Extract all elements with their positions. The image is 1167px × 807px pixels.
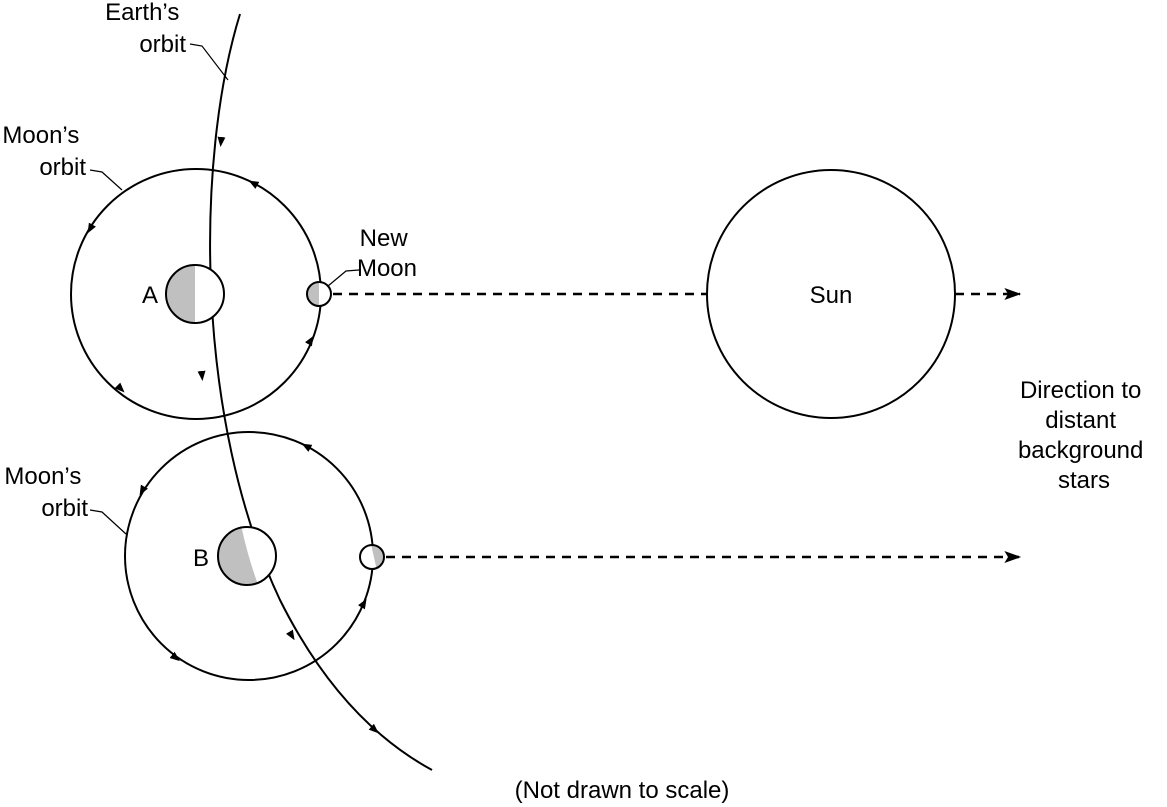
- earths-orbit-label: Earth’s orbit: [105, 0, 186, 58]
- moon-b: [359, 544, 385, 570]
- earths-orbit-arrow: [285, 629, 295, 641]
- moons-orbit-bottom-label: Moon’s orbit: [4, 463, 88, 522]
- earths-orbit: [209, 13, 433, 771]
- position-b-label: B: [193, 545, 209, 572]
- sun: [706, 169, 956, 419]
- moons-orbit-top-leader: [89, 169, 123, 191]
- earth-a: [165, 264, 225, 324]
- not-to-scale-note: (Not drawn to scale): [515, 777, 730, 804]
- sun-label: Sun: [810, 282, 853, 309]
- direction-label: Direction to distant background stars: [1018, 377, 1150, 494]
- earths-orbit-arrow: [197, 370, 206, 381]
- new-moon-label: New Moon: [357, 225, 417, 282]
- new-moon-leader: [327, 269, 360, 287]
- earth-b: [217, 526, 277, 586]
- position-a-label: A: [142, 282, 158, 309]
- earths-orbit-arrow: [217, 136, 226, 147]
- moons-orbit-top-label: Moon’s orbit: [2, 122, 86, 181]
- moons-orbit-bottom-leader: [89, 509, 127, 535]
- new-moon: [306, 281, 332, 307]
- earths-orbit-leader: [189, 43, 229, 81]
